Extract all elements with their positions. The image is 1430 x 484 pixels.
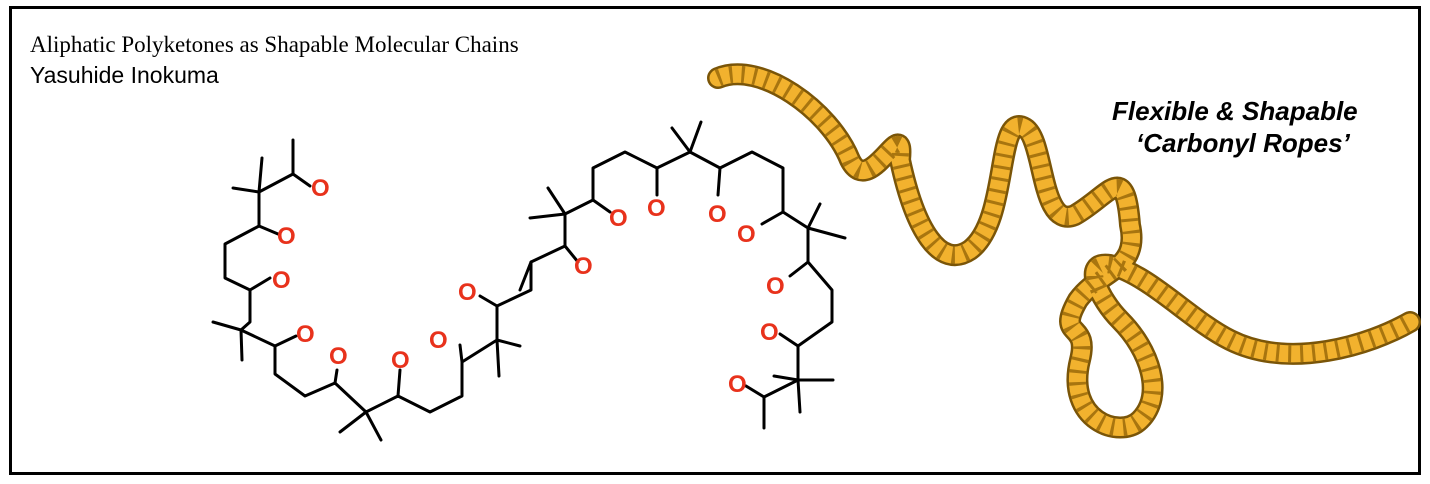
polyketone-structure	[211, 120, 847, 442]
oxygen-label: O	[728, 371, 747, 398]
oxygen-label: O	[708, 201, 727, 228]
slogan-line-1: Flexible & Shapable	[1112, 96, 1358, 126]
oxygen-label: O	[296, 321, 315, 348]
carbonyl-oxygens: O O O O O O O O O O O O O O O O	[272, 175, 785, 398]
oxygen-label: O	[391, 347, 410, 374]
polyketone-backbone	[223, 138, 834, 430]
figure-title: Aliphatic Polyketones as Shapable Molecu…	[30, 32, 519, 57]
oxygen-label: O	[329, 343, 348, 370]
carbonyl-rope-illustration	[707, 63, 1421, 439]
figure-frame	[9, 6, 1421, 475]
author-name: Yasuhide Inokuma	[30, 62, 219, 88]
oxygen-label: O	[574, 253, 593, 280]
slogan-line-2: ‘Carbonyl Ropes’	[1136, 128, 1350, 158]
oxygen-label: O	[272, 267, 291, 294]
oxygen-label: O	[647, 195, 666, 222]
oxygen-label: O	[277, 223, 296, 250]
oxygen-label: O	[760, 319, 779, 346]
oxygen-label: O	[429, 327, 448, 354]
oxygen-label: O	[609, 205, 628, 232]
oxygen-label: O	[458, 279, 477, 306]
oxygen-label: O	[311, 175, 330, 202]
oxygen-label: O	[766, 273, 785, 300]
oxygen-label: O	[737, 221, 756, 248]
